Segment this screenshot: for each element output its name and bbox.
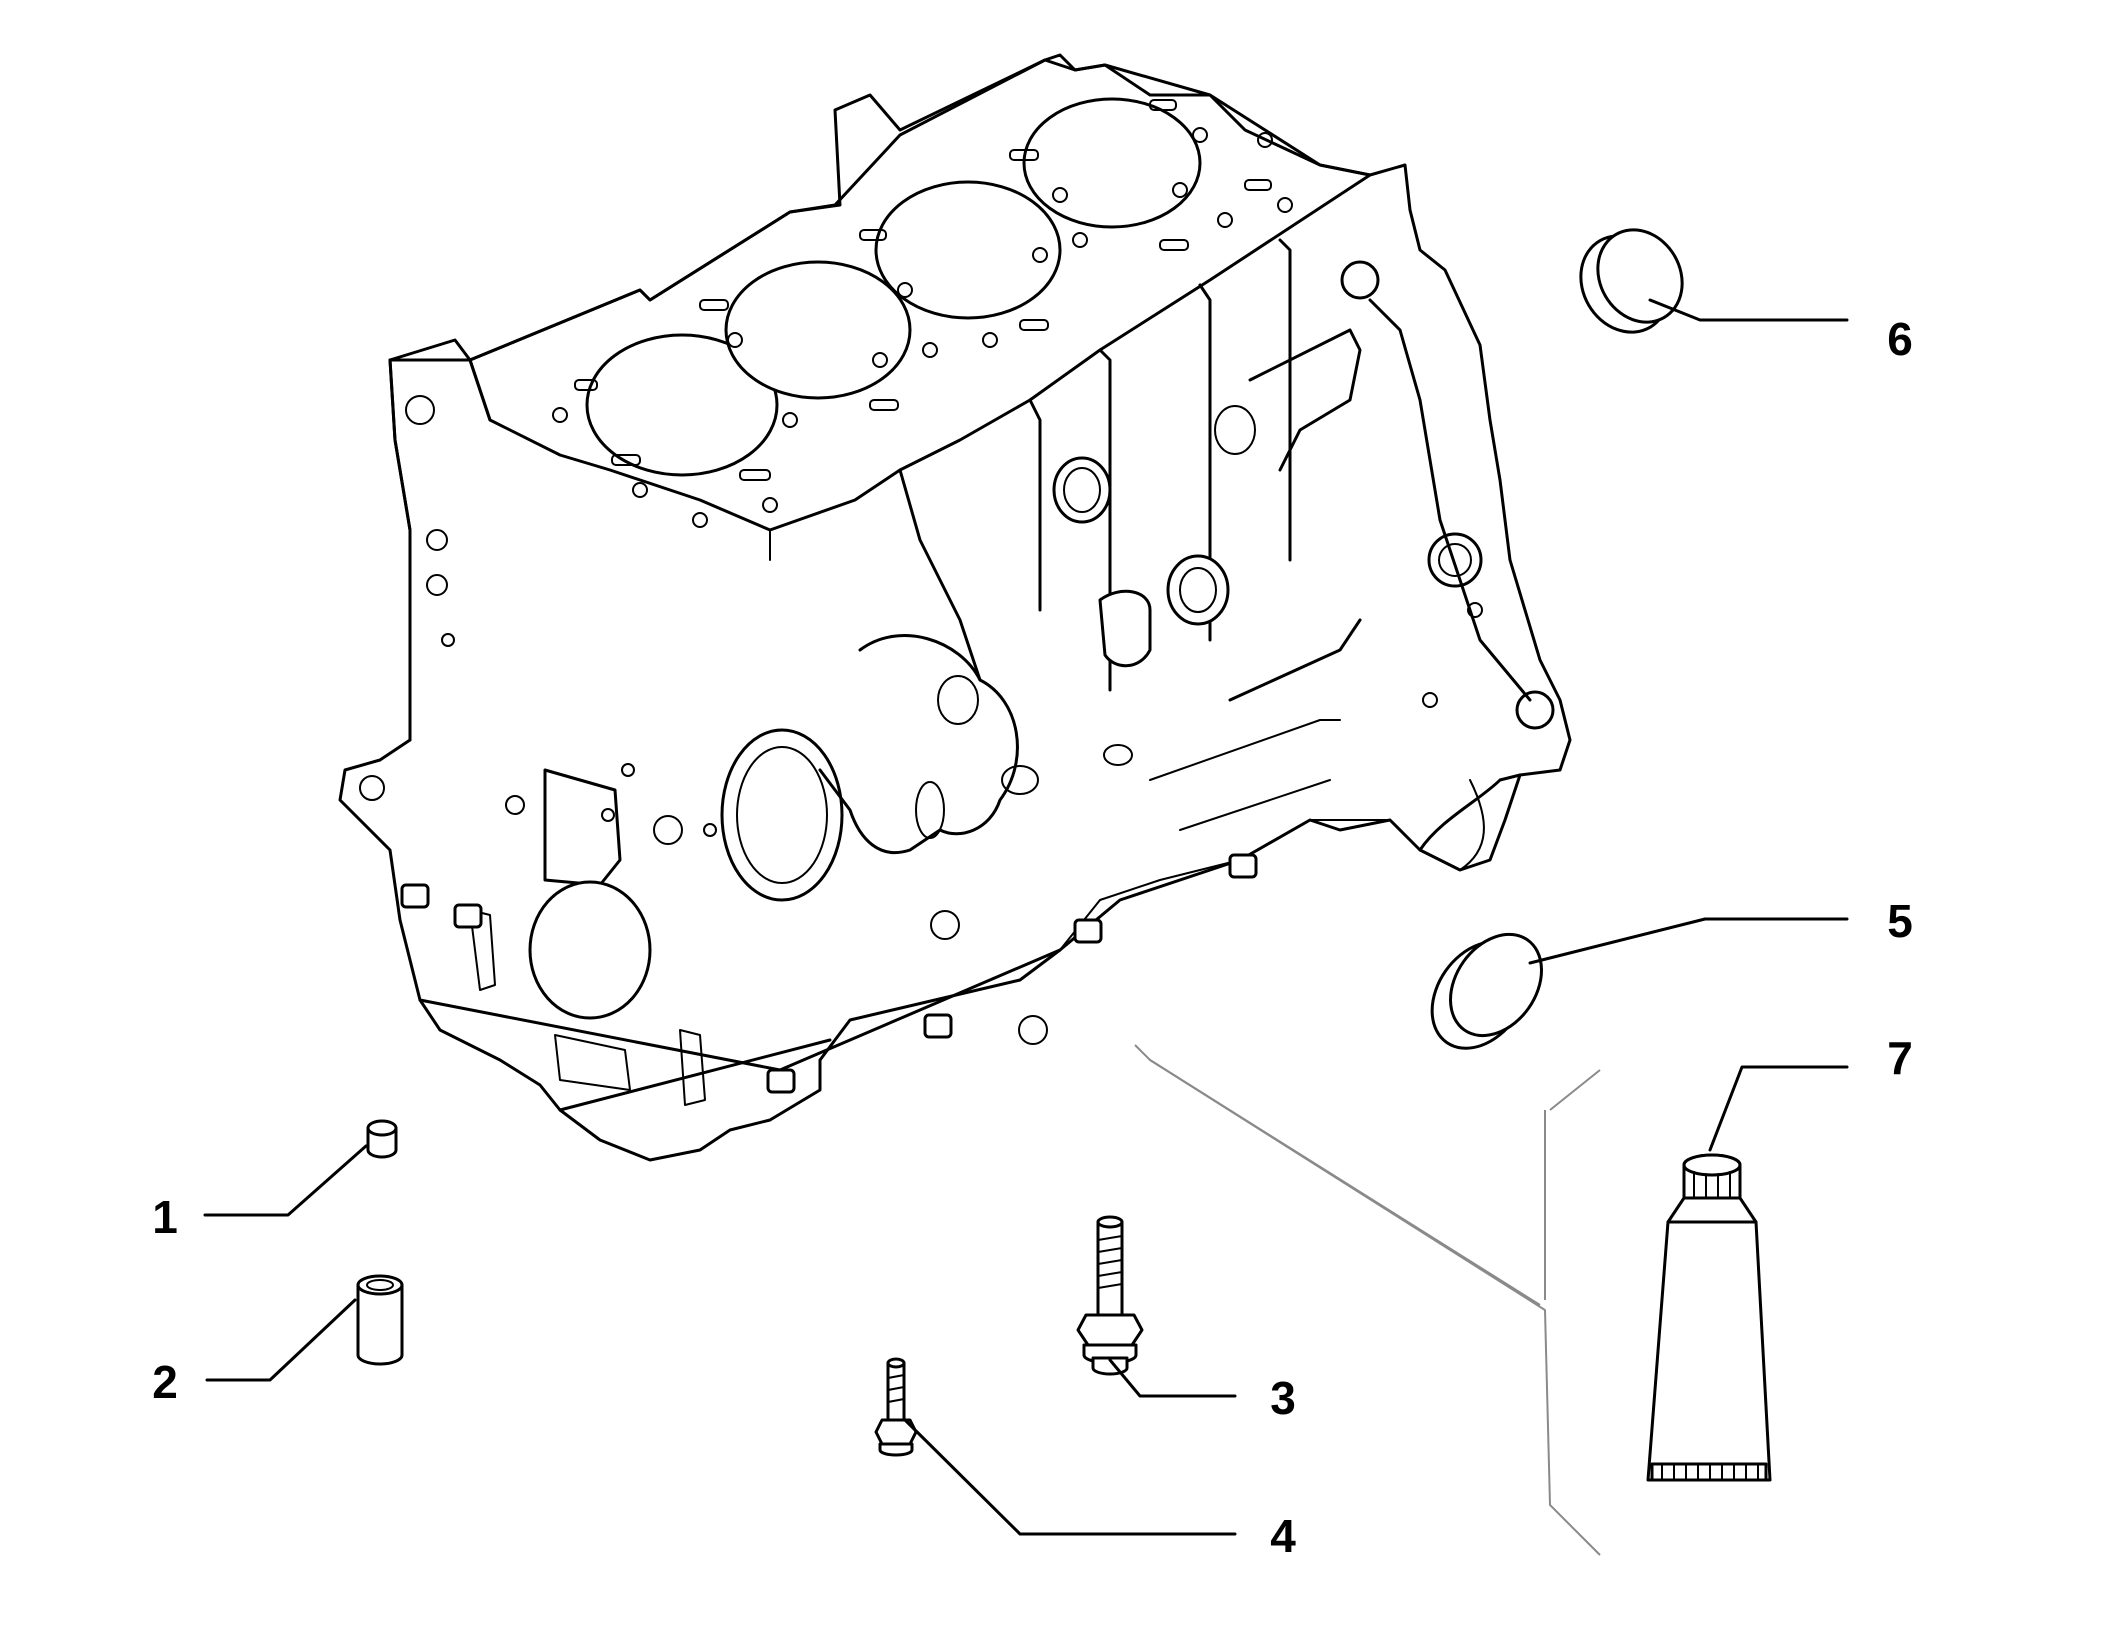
callout-label-2: 2	[152, 1356, 178, 1408]
callout-label-1: 1	[152, 1191, 178, 1243]
guide-lines	[1134, 1044, 1601, 1556]
engine-block-illustration	[338, 53, 1572, 1162]
part-2-bushing	[356, 1274, 404, 1366]
part-4-small-bolt	[874, 1357, 918, 1457]
callout-label-6: 6	[1887, 313, 1913, 365]
leader-lines	[203, 298, 1849, 1536]
part-1-dowel-pin	[366, 1119, 398, 1159]
part-7-sealant-tube	[1646, 1153, 1772, 1482]
callout-label-4: 4	[1270, 1510, 1296, 1562]
part-6-cap-plug	[1579, 228, 1684, 334]
callout-label-7: 7	[1887, 1032, 1913, 1084]
part-3-flange-bolt	[1076, 1215, 1144, 1376]
part-5-expansion-plug	[1430, 932, 1543, 1050]
callout-label-3: 3	[1270, 1372, 1296, 1424]
callout-label-5: 5	[1887, 895, 1913, 947]
